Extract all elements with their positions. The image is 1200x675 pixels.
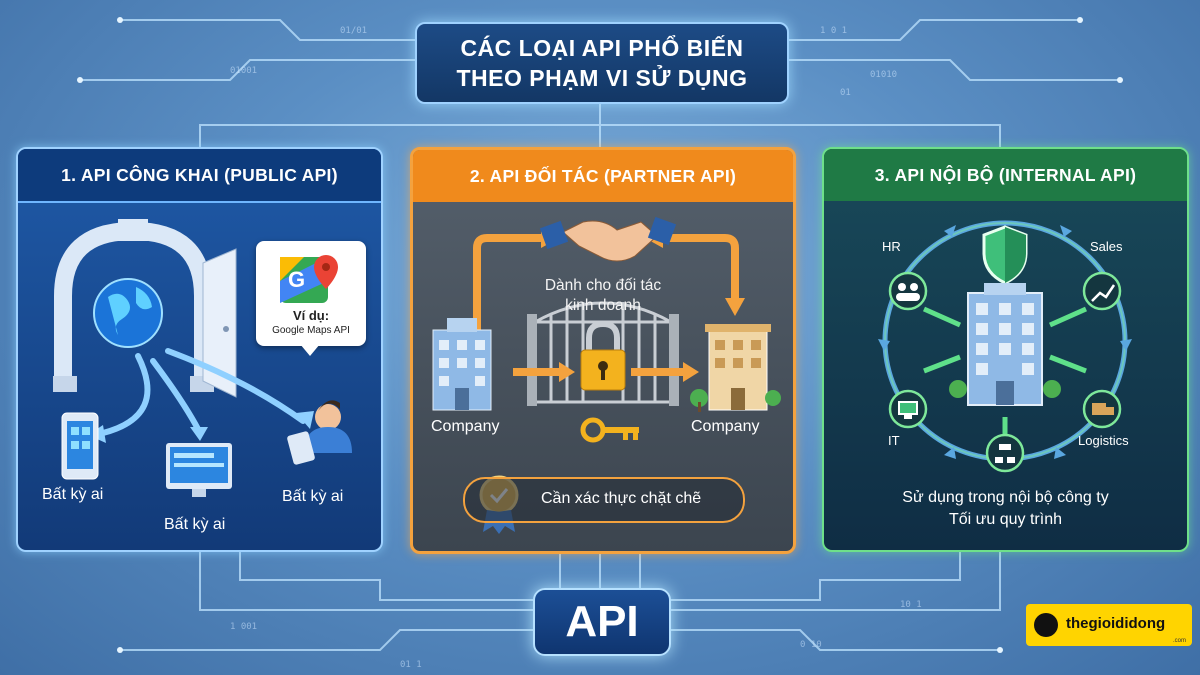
partner-api-header: 2. API ĐỐI TÁC (PARTNER API) xyxy=(413,150,793,202)
department-logistics: Logistics xyxy=(1078,433,1129,448)
brand-name: thegioididong xyxy=(1066,615,1166,632)
callout-pointer xyxy=(300,344,320,356)
brand-logo-icon xyxy=(1034,613,1058,637)
page-title: CÁC LOẠI API PHỔ BIẾN THEO PHẠM VI SỬ DỤ… xyxy=(415,22,789,104)
department-hr: HR xyxy=(882,239,901,254)
binary-decoration: 1 0 1 xyxy=(820,26,848,36)
example-value: Google Maps API xyxy=(272,325,350,336)
public-api-header: 1. API CÔNG KHAI (PUBLIC API) xyxy=(18,149,381,203)
svg-text:G: G xyxy=(288,267,305,292)
brand-logo: thegioididong .com xyxy=(1026,604,1192,646)
example-label: Ví dụ: xyxy=(292,308,330,323)
internal-api-header: 3. API NỘI BỘ (INTERNAL API) xyxy=(824,149,1187,201)
binary-decoration: 0 10 xyxy=(800,640,822,650)
user-label-person: Bất kỳ ai xyxy=(282,488,344,505)
binary-decoration: 01/01 xyxy=(340,26,368,36)
google-maps-example-card: G Ví dụ: Google Maps API xyxy=(256,241,366,356)
binary-decoration: 1 001 xyxy=(230,622,258,632)
department-sales: Sales xyxy=(1090,239,1123,254)
api-center-label: API xyxy=(533,588,671,656)
binary-decoration: 01 1 xyxy=(400,660,422,670)
binary-decoration: 01010 xyxy=(870,70,898,80)
user-label-phone: Bất kỳ ai xyxy=(42,486,104,503)
google-maps-icon: G xyxy=(280,255,338,303)
user-label-desktop: Bất kỳ ai xyxy=(164,516,226,533)
public-api-panel: 1. API CÔNG KHAI (PUBLIC API) xyxy=(16,147,383,552)
internal-desc-line-2: Tối ưu quy trình xyxy=(949,511,1062,528)
public-api-illustration xyxy=(53,219,352,497)
company-label-right: Company xyxy=(691,418,760,435)
internal-api-illustration xyxy=(878,220,1132,473)
internal-api-panel: 3. API NỘI BỘ (INTERNAL API) xyxy=(822,147,1189,552)
title-line-2: THEO PHẠM VI SỬ DỤNG xyxy=(456,65,748,91)
company-label-left: Company xyxy=(431,418,500,435)
internal-desc-line-1: Sử dụng trong nội bộ công ty xyxy=(902,489,1109,506)
partner-desc-line-2: kinh doanh xyxy=(565,297,641,314)
partner-api-panel: 2. API ĐỐI TÁC (PARTNER API) xyxy=(410,147,796,554)
binary-decoration: 01001 xyxy=(230,66,258,76)
title-line-1: CÁC LOẠI API PHỔ BIẾN xyxy=(460,35,744,61)
auth-note: Cần xác thực chặt chẽ xyxy=(541,490,702,507)
department-it: IT xyxy=(888,433,900,448)
auth-requirement-pill: Cần xác thực chặt chẽ xyxy=(463,477,745,523)
partner-desc-line-1: Dành cho đối tác xyxy=(544,277,662,294)
binary-decoration: 10 1 xyxy=(900,600,922,610)
binary-decoration: 01 xyxy=(840,88,851,98)
brand-suffix: .com xyxy=(1172,638,1186,644)
